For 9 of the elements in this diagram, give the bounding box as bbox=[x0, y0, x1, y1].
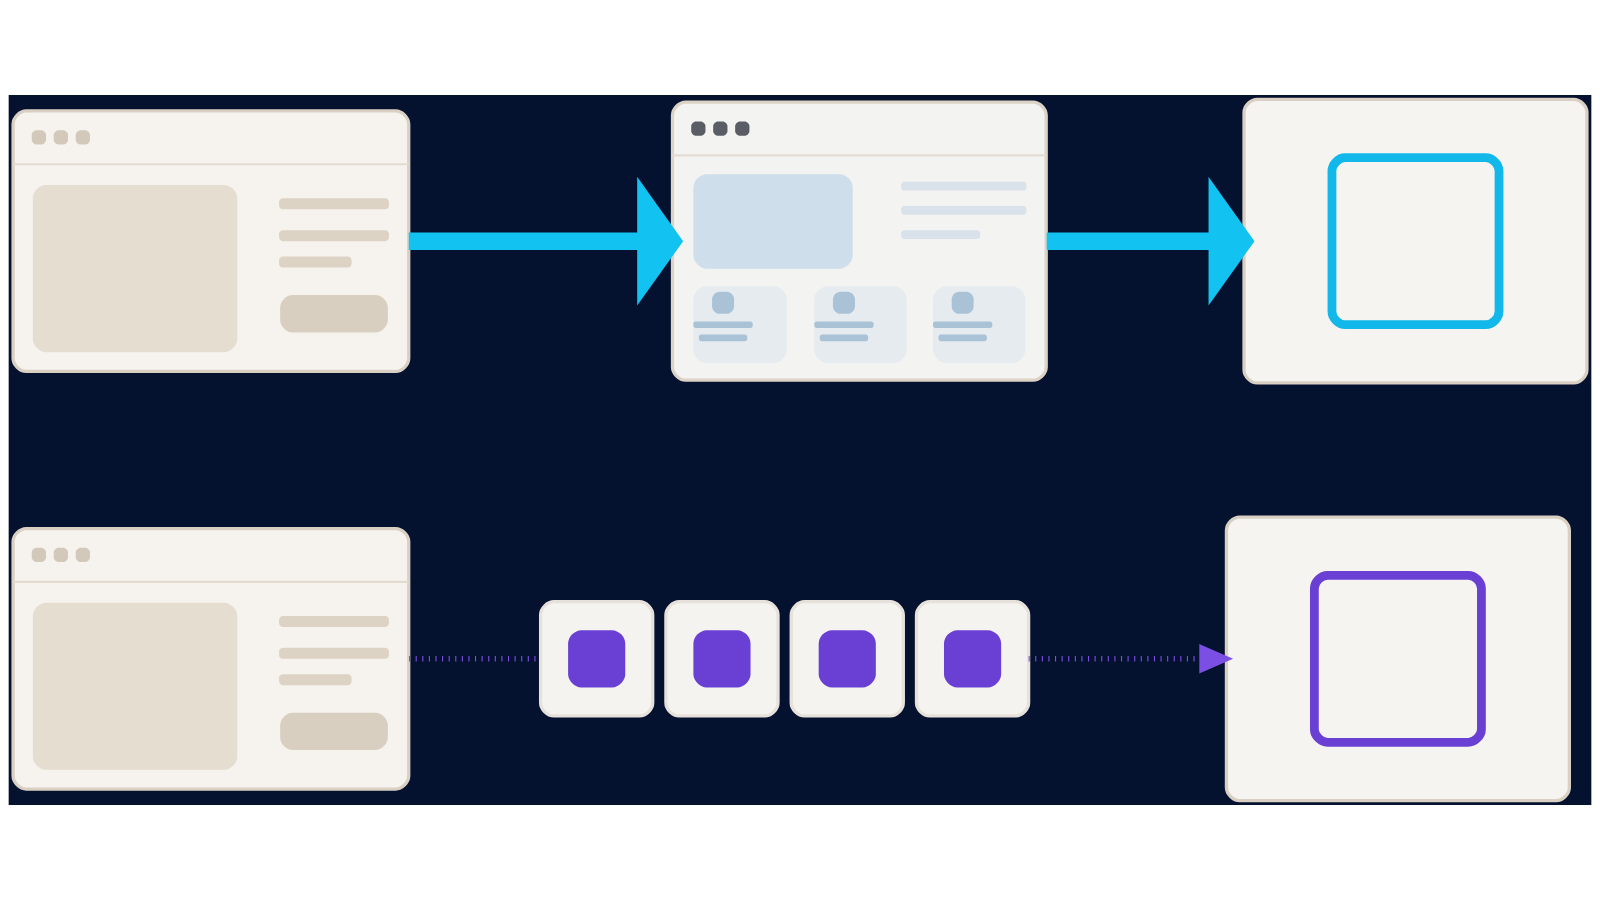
node-picture bbox=[1224, 515, 1571, 803]
arrow bbox=[1028, 644, 1234, 674]
arrow bbox=[408, 176, 684, 306]
arrow bbox=[1046, 176, 1255, 306]
node-picture bbox=[538, 600, 655, 718]
node-picture bbox=[789, 600, 905, 718]
node-picture bbox=[664, 600, 780, 718]
node-picture bbox=[1242, 97, 1589, 385]
node-picture bbox=[914, 600, 1031, 718]
